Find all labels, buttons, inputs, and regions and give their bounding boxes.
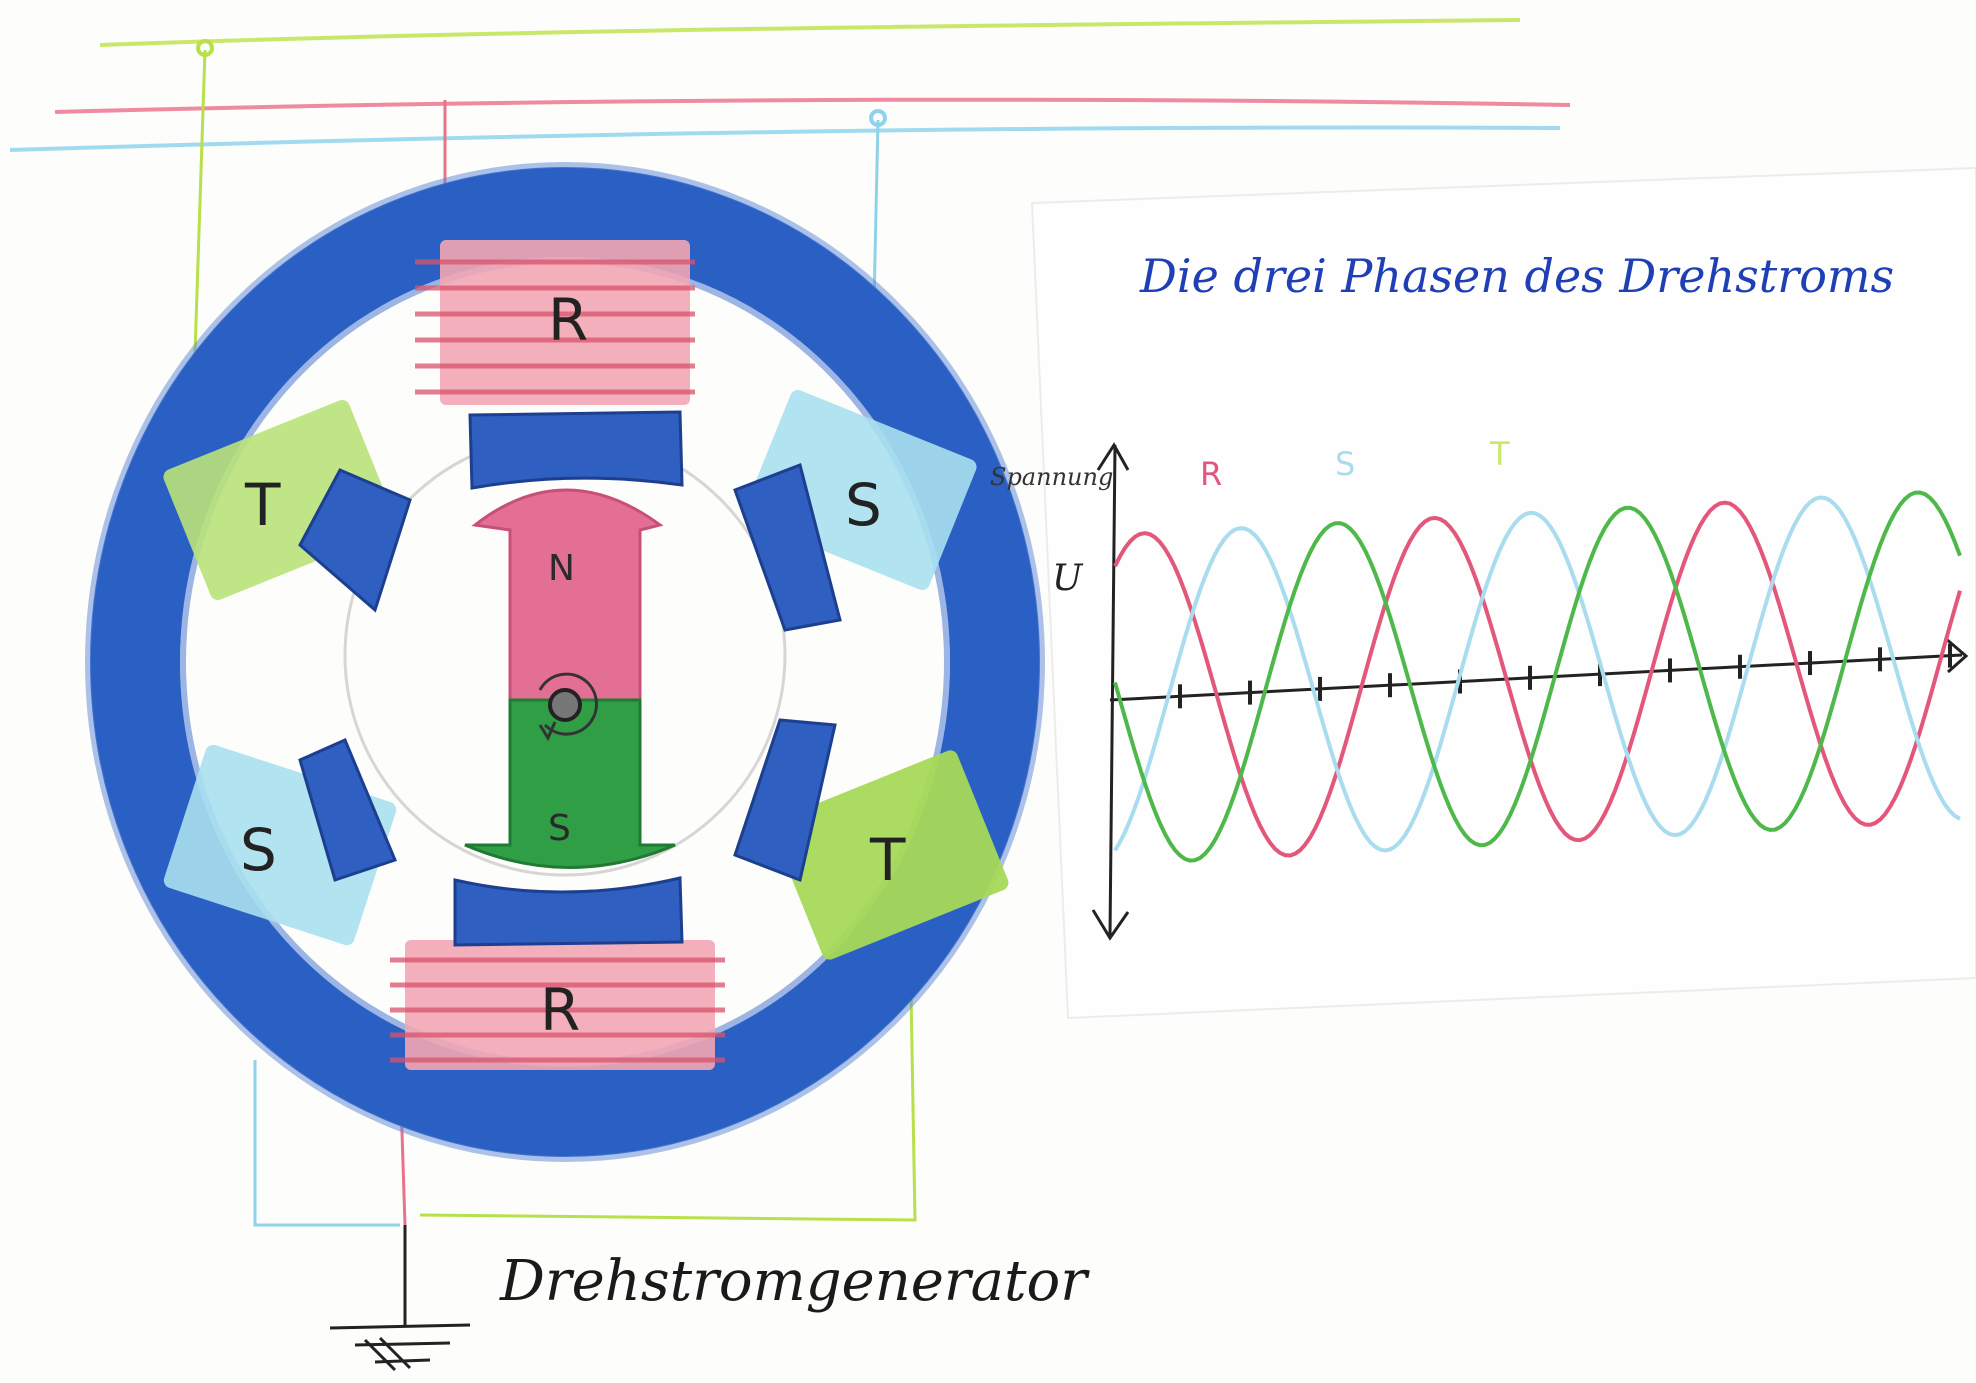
rotor-north bbox=[471, 488, 664, 702]
y-axis-label: Spannung bbox=[990, 463, 1113, 491]
generator: R R T S S T bbox=[85, 162, 1045, 1162]
y-axis-arrow-bottom bbox=[1091, 909, 1130, 941]
pole-shoe-top bbox=[468, 410, 684, 490]
ground-symbol bbox=[329, 1225, 471, 1372]
phase-curve-s bbox=[1113, 495, 1962, 853]
coil-t-lower-right: T bbox=[771, 750, 1009, 960]
pole-shoe-bottom bbox=[453, 876, 684, 947]
phase-curves bbox=[1113, 490, 1962, 863]
generator-caption: Drehstromgenerator bbox=[499, 1249, 1090, 1314]
bus-wire-r bbox=[54, 97, 1571, 114]
coil-label-r-top: R bbox=[548, 286, 588, 354]
coil-r-bottom: R bbox=[390, 940, 725, 1070]
pole-shoe-upper-left bbox=[298, 468, 412, 613]
stator-outer-edge bbox=[85, 162, 1045, 1162]
y-symbol: U bbox=[1052, 558, 1084, 599]
pole-shoe-lower-right bbox=[733, 718, 837, 883]
phase-curve-r bbox=[1113, 500, 1962, 858]
phase-label-s: S bbox=[1335, 445, 1355, 483]
rotor-label-north: N bbox=[548, 548, 575, 589]
chart-title: Die drei Phasen des Drehstroms bbox=[1139, 249, 1894, 303]
chart-panel bbox=[1030, 166, 1976, 1020]
coil-r-top: R bbox=[415, 240, 695, 405]
y-axis-arrow-top bbox=[1096, 442, 1130, 471]
rotation-arrow-icon bbox=[538, 672, 598, 736]
coil-label-r-bottom: R bbox=[540, 976, 580, 1044]
pole-shoes bbox=[298, 410, 842, 947]
pole-shoe-upper-right bbox=[733, 462, 842, 632]
phase-curve-t bbox=[1113, 490, 1962, 863]
coil-label-s-upper-right: S bbox=[845, 471, 882, 539]
bus-wires bbox=[9, 18, 1571, 152]
bus-wire-t bbox=[99, 18, 1521, 47]
pole-shoe-lower-left bbox=[298, 738, 398, 882]
rotor-south bbox=[464, 698, 676, 869]
bus-wire-s bbox=[9, 125, 1561, 152]
phase-chart: Die drei Phasen des Drehstroms Spannung … bbox=[990, 166, 1976, 1020]
coil-label-s-lower-left: S bbox=[240, 816, 277, 884]
rotor-magnet: N S bbox=[464, 488, 676, 869]
rotor-label-south: S bbox=[548, 808, 571, 849]
phase-label-r: R bbox=[1200, 455, 1222, 493]
coil-label-t-upper-left: T bbox=[244, 471, 281, 539]
wire-t-bottom bbox=[419, 934, 917, 1222]
wire-s-bottom bbox=[253, 1060, 400, 1227]
y-axis bbox=[1108, 444, 1117, 936]
phase-label-t: T bbox=[1489, 435, 1510, 473]
coil-label-t-lower-right: T bbox=[869, 826, 906, 894]
rotor-axle bbox=[548, 688, 582, 722]
